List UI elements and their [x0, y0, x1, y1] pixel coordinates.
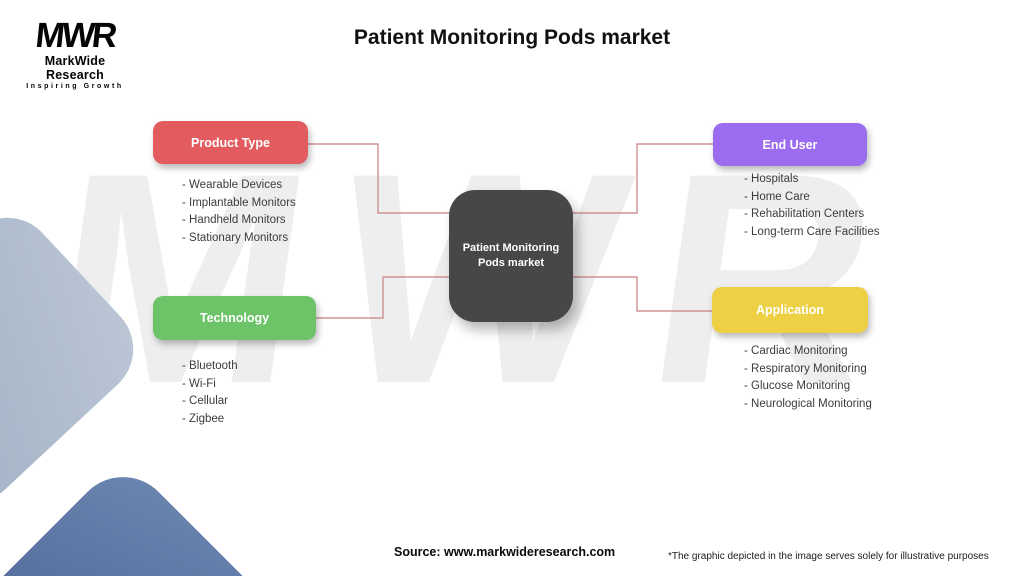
list-item: - Glucose Monitoring	[744, 380, 851, 393]
list-item: - Bluetooth	[182, 360, 238, 372]
logo: MWR MarkWide Research Inspiring Growth	[20, 16, 130, 90]
category-box-product-type: Product Type	[153, 121, 308, 164]
list-item: - Hospitals	[744, 173, 799, 185]
list-item: - Zigbee	[182, 412, 225, 425]
item-list-end-user: - Hospitals - Home Care - Rehabilitation…	[744, 171, 879, 241]
connector-product-type	[308, 143, 449, 214]
central-node-label-line1: Patient Monitoring	[462, 241, 560, 254]
list-item: - Home Care	[744, 190, 810, 203]
connector-application	[573, 276, 712, 312]
item-list-technology: - Bluetooth - Wi-Fi - Cellular - Zigbee	[182, 358, 238, 428]
list-item: - Handheld Monitors	[182, 214, 286, 227]
list-item: - Rehabilitation Centers	[744, 208, 865, 221]
item-list-application: - Cardiac Monitoring - Respiratory Monit…	[744, 343, 872, 413]
list-item: - Neurological Monitoring	[744, 397, 872, 410]
source-text: Source: www.markwideresearch.com	[394, 545, 616, 559]
list-item: - Cellular	[182, 395, 229, 408]
disclaimer-text: *The graphic depicted in the image serve…	[668, 551, 989, 562]
list-item: - Long-term Care Facilities	[744, 225, 880, 238]
category-box-end-user: End User	[713, 123, 867, 166]
logo-company-name: MarkWide Research	[44, 54, 106, 82]
item-list-product-type: - Wearable Devices - Implantable Monitor…	[182, 177, 296, 247]
page-title: Patient Monitoring Pods market	[353, 26, 671, 49]
list-item: - Respiratory Monitoring	[744, 362, 867, 375]
central-node: Patient Monitoring Pods market	[449, 190, 573, 322]
category-box-technology: Technology	[153, 296, 316, 340]
logo-tagline: Inspiring Growth	[26, 83, 124, 90]
category-box-application: Application	[712, 287, 868, 333]
connector-end-user	[573, 143, 713, 214]
list-item: - Wearable Devices	[182, 179, 283, 191]
list-item: - Implantable Monitors	[182, 196, 296, 209]
list-item: - Cardiac Monitoring	[744, 345, 848, 357]
list-item: - Stationary Monitors	[182, 231, 289, 244]
connector-technology	[316, 276, 449, 319]
list-item: - Wi-Fi	[182, 377, 216, 390]
central-node-label-line2: Pods market	[477, 257, 545, 269]
